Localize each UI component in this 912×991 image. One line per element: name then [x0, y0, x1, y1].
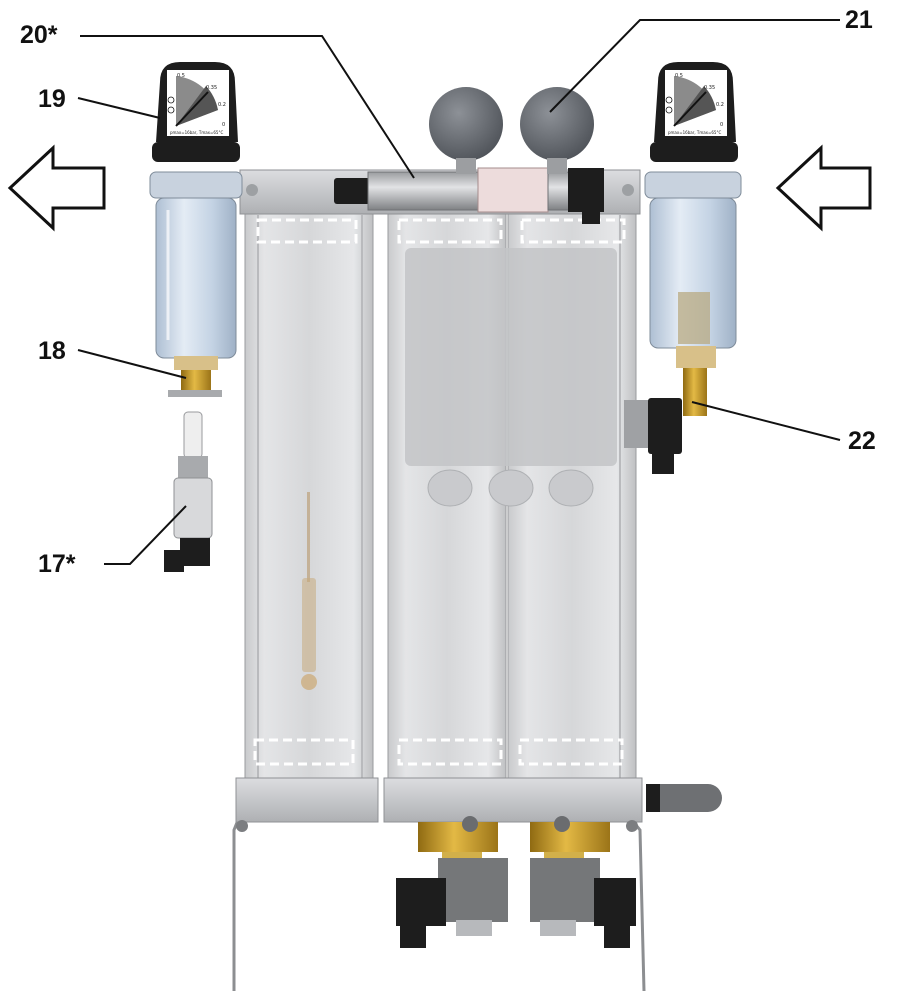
callout-21: 21 — [845, 6, 873, 34]
leader-18 — [77, 349, 187, 379]
callout-17: 17* — [38, 550, 76, 578]
gauge-right-bottom-text: pmax=16bar, Tmax=65°C — [668, 130, 721, 135]
outlet-arrow-left — [7, 144, 106, 232]
leader-22 — [691, 401, 841, 441]
inlet-arrow-right — [775, 144, 872, 232]
leader-lines — [77, 19, 841, 565]
leader-17 — [104, 505, 187, 565]
callout-22: 22 — [848, 427, 876, 455]
gauge-right-tick-4: 0 — [720, 122, 723, 128]
gauge-left-bottom-text: pmax=16bar, Tmax=65°C — [170, 130, 223, 135]
gauge-right-tick-2: 0.35 — [704, 85, 715, 91]
side-connector — [624, 398, 682, 474]
leader-20 — [80, 35, 415, 179]
gauge-left-tick-4: 0 — [222, 122, 225, 128]
dryer-columns — [244, 209, 637, 783]
leader-19 — [77, 97, 161, 119]
callout-19: 19 — [38, 85, 66, 113]
gauge-right-tick-3: 0.2 — [716, 102, 724, 108]
gauge-right-tick-1: 0.5 — [675, 73, 683, 79]
gauge-left-tick-1: 0.5 — [177, 73, 185, 79]
leader-21 — [549, 19, 840, 113]
gauge-left-tick-2: 0.35 — [206, 85, 217, 91]
control-valve-20 — [334, 167, 604, 224]
gauge-left-tick-3: 0.2 — [218, 102, 226, 108]
callout-20: 20* — [20, 21, 58, 49]
bottom-solenoid-valves — [396, 816, 636, 948]
bottom-manifold — [235, 777, 722, 832]
sensor-17 — [164, 411, 213, 572]
filter-right — [644, 171, 742, 416]
callout-18: 18 — [38, 337, 66, 365]
differential-gauge-19: 0.5 0.35 0.2 0 pmax=16bar, Tmax=65°C — [152, 62, 240, 162]
differential-gauge-right: 0.5 0.35 0.2 0 pmax=16bar, Tmax=65°C — [650, 62, 738, 162]
filter-left — [149, 171, 243, 397]
pressure-gauges-21 — [429, 87, 594, 174]
